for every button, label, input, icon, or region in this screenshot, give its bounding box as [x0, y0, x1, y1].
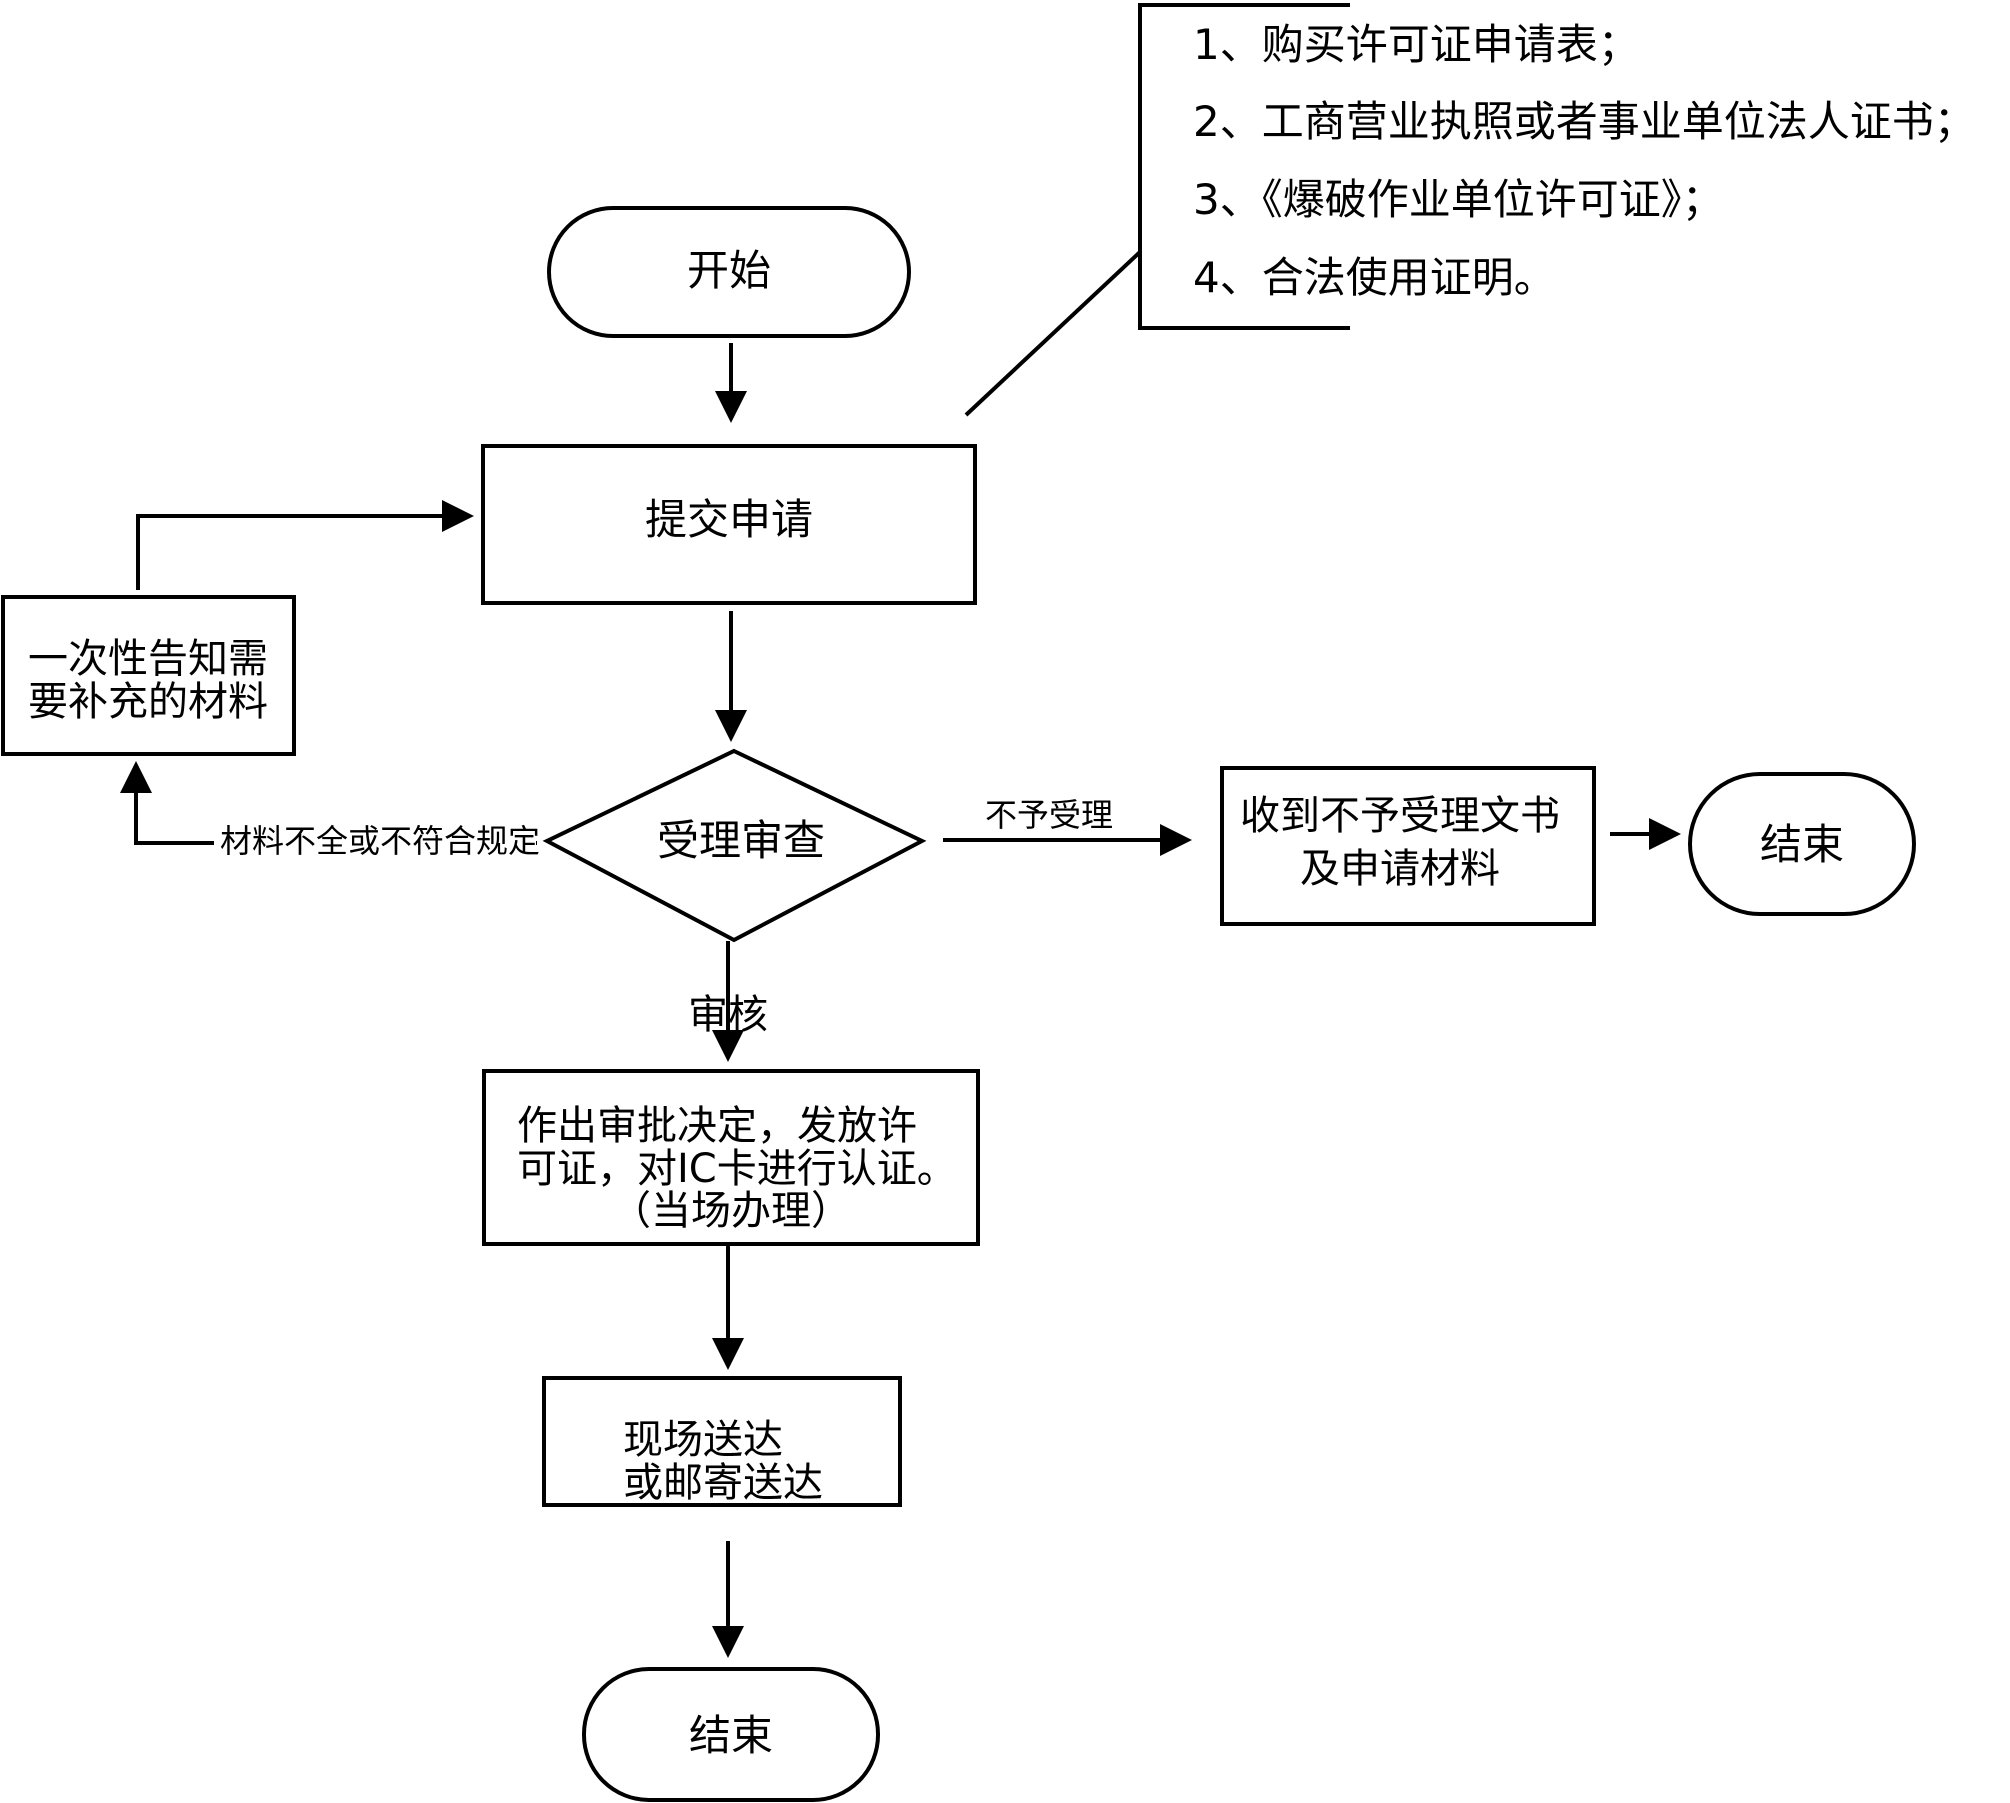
rejected-node: 收到不予受理文书 及申请材料	[1220, 766, 1596, 926]
requirements-note: 1、购买许可证申请表； 2、工商营业执照或者事业单位法人证书； 3、《爆破作业单…	[964, 3, 1976, 417]
rejected-box	[1220, 766, 1596, 926]
end-bottom-terminal: 结束	[582, 1667, 880, 1802]
rejected-line: 收到不予受理文书	[1240, 793, 1560, 839]
requirements-bracket	[1138, 3, 1350, 330]
supplement-line: 要补充的材料	[28, 679, 268, 725]
submit-node: 提交申请	[481, 444, 977, 605]
requirements-item: 3、《爆破作业单位许可证》；	[1193, 175, 1724, 224]
end-bottom-shape	[582, 1667, 880, 1802]
review-node: 受理审查	[542, 748, 927, 943]
start-label: 开始	[687, 246, 771, 295]
decision-box	[482, 1069, 980, 1246]
delivery-node: 现场送达 或邮寄送达	[542, 1376, 902, 1507]
delivery-box	[542, 1376, 902, 1507]
supplement-box	[1, 595, 296, 756]
end-bottom-label: 结束	[689, 1711, 773, 1760]
start-terminal: 开始	[547, 206, 911, 338]
submit-box	[481, 444, 977, 605]
delivery-line: 现场送达	[623, 1417, 783, 1463]
delivery-line: 或邮寄送达	[623, 1460, 823, 1506]
arrow-supplement-to-submit	[136, 500, 474, 590]
reject-edge-label: 不予受理	[985, 796, 1113, 834]
end-right-terminal: 结束	[1688, 772, 1916, 916]
requirements-item: 1、购买许可证申请表；	[1193, 20, 1640, 69]
decision-line: 可证，对IC卡进行认证。	[517, 1146, 957, 1192]
review-label: 受理审查	[657, 816, 825, 865]
end-right-shape	[1688, 772, 1916, 916]
submit-label: 提交申请	[645, 495, 813, 544]
audit-edge-label: 审核	[688, 992, 768, 1038]
rejected-line: 及申请材料	[1300, 846, 1500, 892]
start-shape	[547, 206, 911, 338]
requirements-item: 4、合法使用证明。	[1193, 253, 1556, 302]
incomplete-label-bg	[214, 820, 536, 860]
end-right-label: 结束	[1760, 820, 1844, 869]
decision-node: 作出审批决定，发放许 可证，对IC卡进行认证。 （当场办理）	[482, 1069, 980, 1246]
supplement-line: 一次性告知需	[28, 636, 268, 682]
requirements-connector	[964, 250, 1142, 417]
incomplete-edge-label: 材料不全或不符合规定	[220, 822, 540, 860]
decision-line: （当场办理）	[611, 1188, 851, 1234]
review-diamond	[542, 748, 927, 943]
supplement-node: 一次性告知需 要补充的材料	[1, 595, 296, 756]
decision-line: 作出审批决定，发放许	[517, 1103, 917, 1149]
requirements-item: 2、工商营业执照或者事业单位法人证书；	[1193, 97, 1976, 146]
